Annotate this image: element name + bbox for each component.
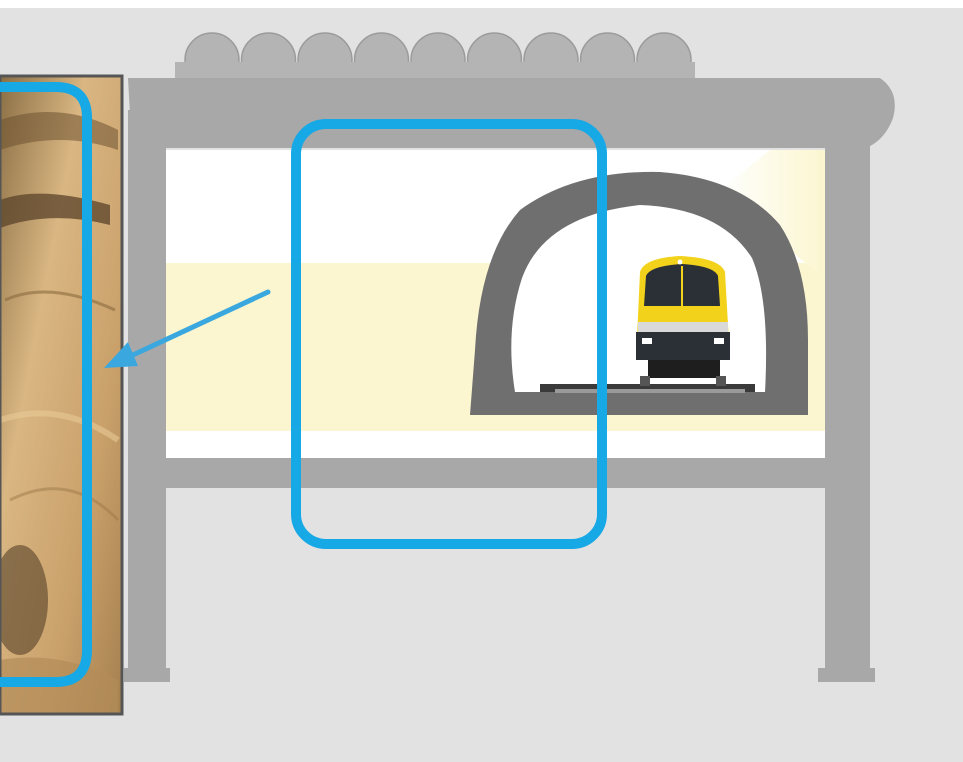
right-wall-foot	[818, 668, 875, 682]
top-margin	[0, 0, 963, 8]
pile-cap	[175, 62, 695, 80]
right-wall	[825, 110, 870, 680]
roof-slab	[128, 78, 895, 148]
excavation-photo	[0, 76, 122, 714]
intermediate-slab	[166, 458, 825, 488]
floor-gap	[166, 431, 825, 461]
left-wall-foot	[124, 668, 170, 682]
train-icon	[636, 256, 730, 386]
track-ballast	[555, 389, 745, 393]
left-wall	[128, 110, 166, 680]
